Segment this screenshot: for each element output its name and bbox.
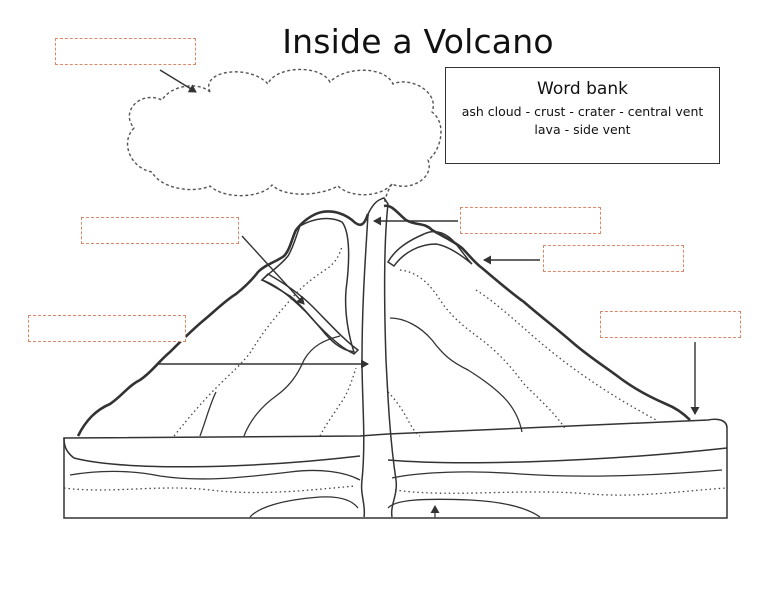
layer-line-right-2: [399, 269, 567, 431]
arrow-side-vent: [241, 235, 305, 305]
layer-line-right-1: [389, 317, 523, 433]
layer-line-left-2: [199, 391, 217, 437]
label-box-lava[interactable]: [543, 245, 684, 272]
layer-line-left-4: [319, 367, 357, 437]
layer-line-left-3: [243, 335, 341, 437]
word-bank-line-1: ash cloud - crust - crater - central ven…: [461, 104, 704, 119]
label-box-ash-cloud[interactable]: [55, 38, 196, 65]
word-bank: Word bank ash cloud - crust - crater - c…: [445, 67, 720, 164]
layer-line-right-3: [387, 391, 421, 437]
crust-dotted-line: [63, 485, 728, 496]
label-box-side-vent[interactable]: [81, 217, 239, 244]
crust-top-line: [63, 437, 728, 468]
label-box-central-vent[interactable]: [28, 315, 186, 342]
crust-lower-curve: [249, 496, 541, 518]
label-box-crater[interactable]: [460, 207, 601, 234]
left-inner-outline: [260, 217, 356, 353]
word-bank-title: Word bank: [537, 79, 628, 99]
arrow-ash-cloud: [159, 69, 197, 93]
right-inner-outline: [387, 230, 473, 268]
layer-line-right-4: [475, 289, 657, 421]
crust-wavy-line-1: [69, 469, 723, 481]
side-vent: [260, 273, 360, 355]
page-title: Inside a Volcano: [282, 22, 554, 61]
ground-block: [63, 418, 728, 519]
volcano-right-slope: [383, 204, 691, 421]
label-box-crust[interactable]: [600, 311, 741, 338]
layer-line-left-1: [173, 245, 343, 437]
ash-plume-dashed: [383, 183, 393, 205]
volcano-left-slope: [76, 210, 370, 437]
word-bank-line-2: lava - side vent: [534, 122, 631, 137]
ash-cloud-outline: [126, 68, 442, 197]
central-vent: [360, 197, 398, 518]
